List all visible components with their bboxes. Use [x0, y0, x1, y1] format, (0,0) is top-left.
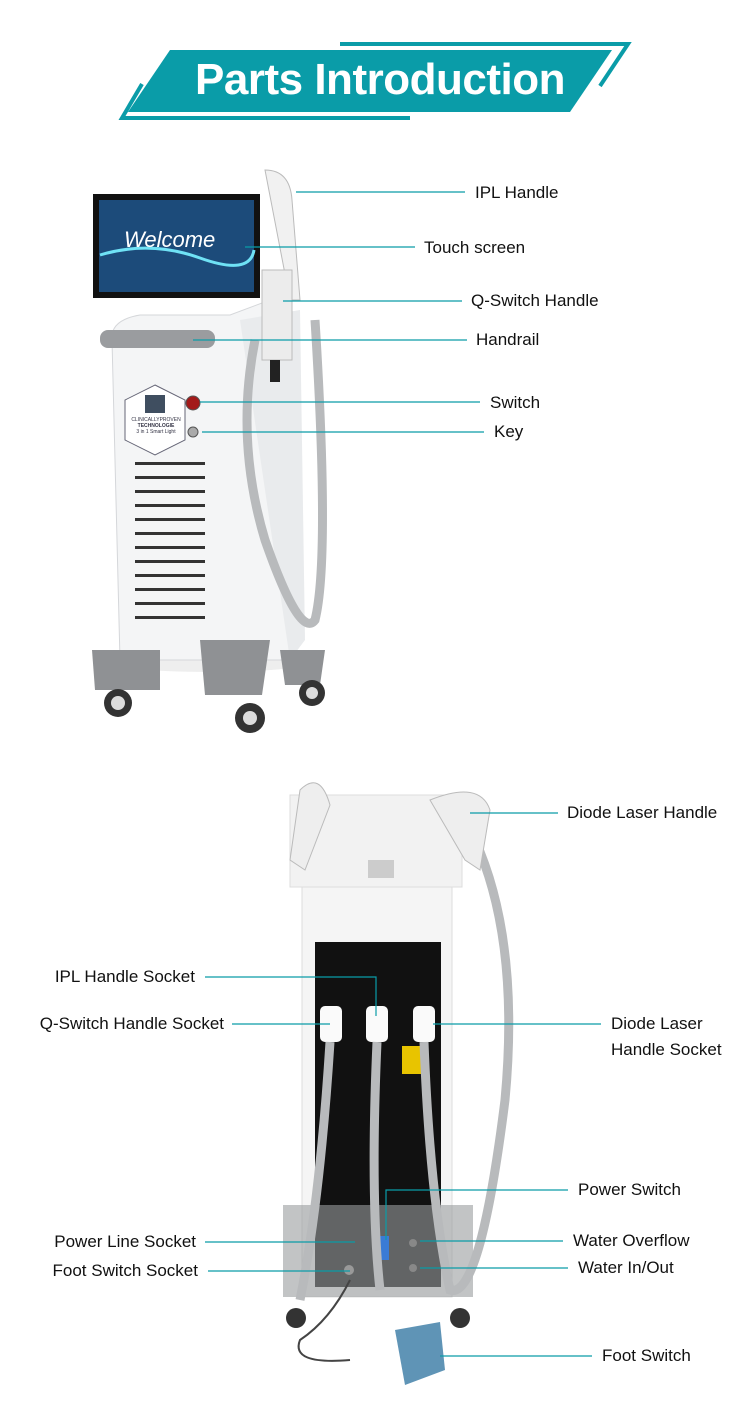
label-diode-laser-socket-2: Handle Socket — [611, 1040, 722, 1059]
label-ipl-handle: IPL Handle — [475, 183, 559, 202]
label-foot-switch-socket: Foot Switch Socket — [52, 1261, 198, 1280]
label-touch-screen: Touch screen — [424, 238, 526, 257]
label-power-switch: Power Switch — [578, 1180, 681, 1199]
label-handrail: Handrail — [476, 330, 540, 349]
label-switch: Switch — [490, 393, 541, 412]
title-banner — [118, 42, 632, 120]
front-machine — [92, 169, 327, 733]
badge-line-2: TECHNOLOGIE — [137, 423, 175, 429]
label-q-switch-handle: Q-Switch Handle — [471, 291, 599, 310]
label-diode-laser-handle: Diode Laser Handle — [567, 803, 718, 822]
label-water-overflow: Water Overflow — [573, 1231, 690, 1250]
label-water-in-out: Water In/Out — [578, 1258, 674, 1277]
badge-line-1: CLINICALLYPROVEN — [131, 417, 181, 423]
back-machine — [283, 782, 514, 1385]
label-power-line-socket: Power Line Socket — [54, 1232, 196, 1251]
label-key: Key — [494, 422, 524, 441]
screen-welcome-text: Welcome — [124, 227, 215, 252]
label-ipl-handle-socket: IPL Handle Socket — [54, 967, 195, 986]
badge-text: CLINICALLYPROVEN TECHNOLOGIE 3 in 1 Smar… — [127, 417, 185, 435]
badge-line-3: 3 in 1 Smart Light — [136, 429, 176, 435]
label-diode-laser-socket-1: Diode Laser — [611, 1014, 703, 1033]
label-foot-switch: Foot Switch — [602, 1346, 691, 1365]
label-q-switch-handle-socket: Q-Switch Handle Socket — [39, 1014, 224, 1033]
leader-lines — [193, 191, 601, 1357]
page-title: Parts Introduction — [195, 55, 565, 104]
